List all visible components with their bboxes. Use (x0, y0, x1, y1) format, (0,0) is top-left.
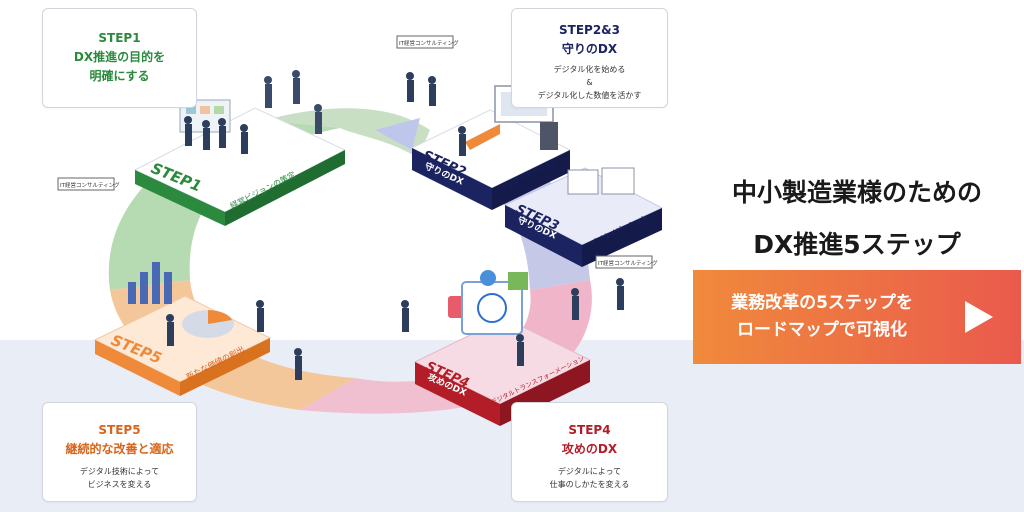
consulting-sign-left-text: IT経営コンサルティング (60, 181, 120, 189)
consulting-sign-top-text: IT経営コンサルティング (399, 39, 459, 47)
callout-step1: STEP1 DX推進の目的を 明確にする (42, 8, 197, 108)
callout-step4-desc-line2: 仕事のしかたを変える (549, 480, 630, 489)
callout-step4: STEP4 攻めのDX デジタルによって 仕事のしかたを変える (511, 402, 668, 502)
consulting-sign-left: IT経営コンサルティング (57, 177, 120, 191)
step4-tech-illustration (401, 270, 624, 366)
callout-step23-desc-line1: デジタル化を始める (553, 65, 626, 74)
callout-step1-title-line1: DX推進の目的を (73, 50, 166, 64)
callout-step4-step: STEP4 (568, 423, 611, 437)
step5-chart-illustration (128, 262, 302, 380)
headline: 中小製造業様のための DX推進5ステップ (690, 167, 1024, 271)
callout-step4-title: 攻めのDX (561, 442, 618, 456)
callout-step5-step: STEP5 (98, 423, 141, 437)
callout-step1-title-line2: 明確にする (89, 69, 150, 83)
step1-platform: STEP1 経営ビジョンの策定 (133, 107, 347, 226)
cta-text: 業務改革の5ステップを ロードマップで可視化 (693, 290, 951, 344)
right-panel: 中小製造業様のための DX推進5ステップ 業務改革の5ステップを ロードマップで… (690, 0, 1024, 512)
callout-step5-title: 継続的な改善と適応 (65, 442, 174, 456)
cta-line1: 業務改革の5ステップを (731, 293, 913, 313)
callout-step4-desc-line1: デジタルによって (557, 467, 622, 476)
step3-platform: STEP3 守りのDX デジタイゼーション (503, 167, 664, 267)
callout-step1-step: STEP1 (98, 31, 141, 45)
headline-line2: DX推進5ステップ (753, 230, 961, 259)
consulting-sign-right-text: IT経営コンサルティング (598, 259, 658, 267)
play-arrow-icon (965, 301, 993, 333)
callout-step23-desc-line3: デジタル化した数値を活かす (537, 91, 642, 100)
callout-step5: STEP5 継続的な改善と適応 デジタル技術によって ビジネスを変える (42, 402, 197, 502)
roadmap-cta-button[interactable]: 業務改革の5ステップを ロードマップで可視化 (693, 270, 1021, 364)
callout-step23-step: STEP2&3 (559, 23, 620, 37)
step2-platform: STEP2 守りのDX デジタイゼーション (410, 109, 572, 210)
callout-step5-desc-line2: ビジネスを変える (87, 480, 152, 489)
callout-step5-desc-line1: デジタル技術によって (79, 467, 160, 476)
callout-step23: STEP2&3 守りのDX デジタル化を始める & デジタル化した数値を活かす (511, 8, 668, 108)
cycle-illustration: STEP1 経営ビジョンの策定 STEP2 守りのDX デジタイゼーション ST… (57, 35, 664, 426)
callout-step23-desc-line2: & (586, 78, 593, 87)
callout-step23-title: 守りのDX (561, 42, 618, 56)
dx-cycle-diagram: STEP1 経営ビジョンの策定 STEP2 守りのDX デジタイゼーション ST… (42, 8, 668, 502)
cycle-arrow-head (375, 118, 420, 150)
cta-line2: ロードマップで可視化 (737, 320, 907, 340)
ring-step1-segment (108, 120, 341, 290)
headline-line1: 中小製造業様のための (731, 178, 982, 207)
consulting-sign-top: IT経営コンサルティング (396, 35, 459, 49)
consulting-sign-right: IT経営コンサルティング (595, 255, 658, 269)
ring-top-segment (265, 108, 430, 158)
